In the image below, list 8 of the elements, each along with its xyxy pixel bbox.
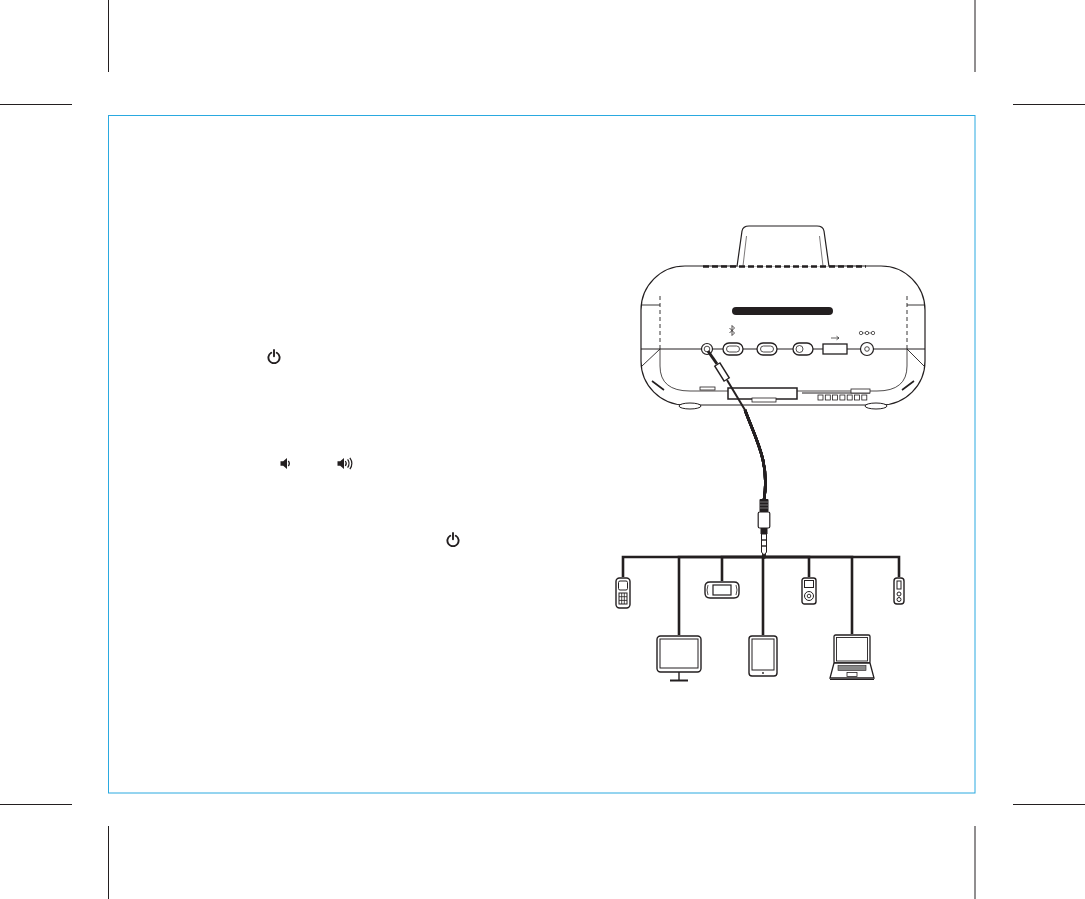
tablet-icon — [748, 635, 778, 677]
mobile-phone-icon — [615, 577, 631, 609]
cable-line — [743, 409, 901, 577]
monitor-icon — [656, 635, 702, 682]
media-player-icon — [801, 577, 817, 605]
portable-player-icon — [893, 577, 905, 605]
laptop-icon — [829, 634, 875, 681]
game-console-icon — [704, 581, 740, 599]
